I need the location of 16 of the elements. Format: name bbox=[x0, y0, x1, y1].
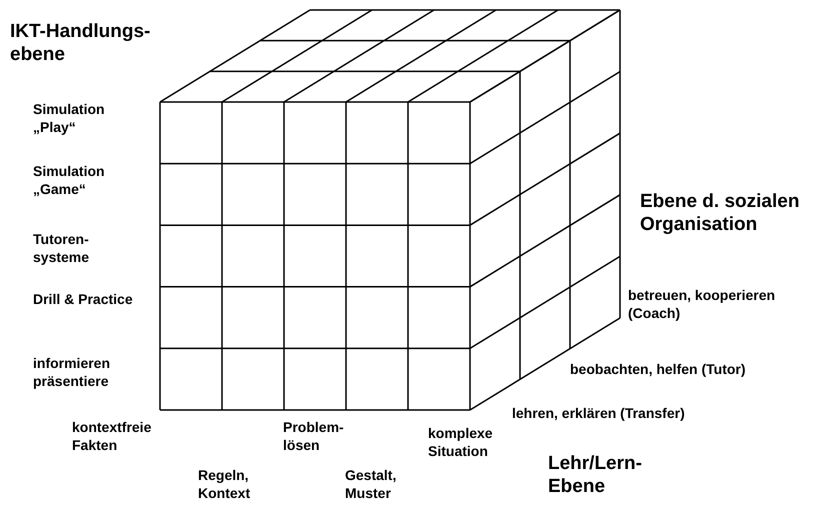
row-label: informieren präsentiere bbox=[33, 354, 112, 390]
layer-label: lehren, erklären (Transfer) bbox=[512, 404, 685, 422]
column-label: komplexe Situation bbox=[428, 424, 494, 460]
axis-title: Ebene d. sozialen Organisation bbox=[640, 190, 800, 236]
axis-title: Lehr/Lern- Ebene bbox=[548, 452, 643, 498]
layer-label: betreuen, kooperieren (Coach) bbox=[628, 286, 776, 322]
column-label: kontextfreie Fakten bbox=[72, 418, 152, 454]
row-label: Simulation „Play“ bbox=[33, 100, 106, 136]
row-label: Tutoren- systeme bbox=[33, 230, 90, 266]
row-label: Simulation „Game“ bbox=[33, 162, 106, 198]
layer-label: beobachten, helfen (Tutor) bbox=[570, 360, 746, 378]
row-label: Drill & Practice bbox=[33, 290, 133, 308]
axis-title: IKT-Handlungs- ebene bbox=[10, 20, 152, 66]
column-label: Regeln, Kontext bbox=[198, 466, 252, 502]
column-label: Problem- lösen bbox=[283, 418, 345, 454]
column-label: Gestalt, Muster bbox=[345, 466, 398, 502]
